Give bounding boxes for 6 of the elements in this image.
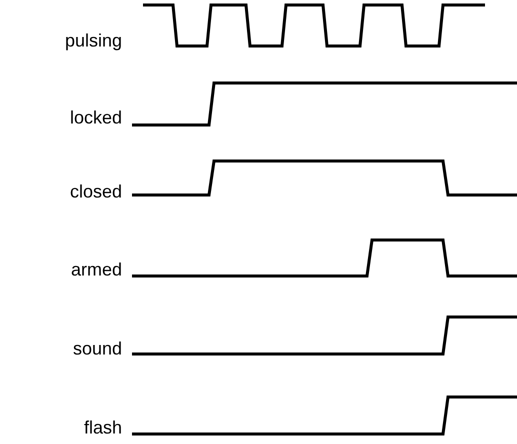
signal-label: pulsing	[64, 30, 122, 52]
signal-label: armed	[70, 260, 122, 280]
signal-label: locked	[70, 108, 122, 128]
signal-label: flash	[84, 418, 122, 438]
signal-label: closed	[70, 182, 122, 202]
signal-label: sound	[72, 338, 122, 360]
